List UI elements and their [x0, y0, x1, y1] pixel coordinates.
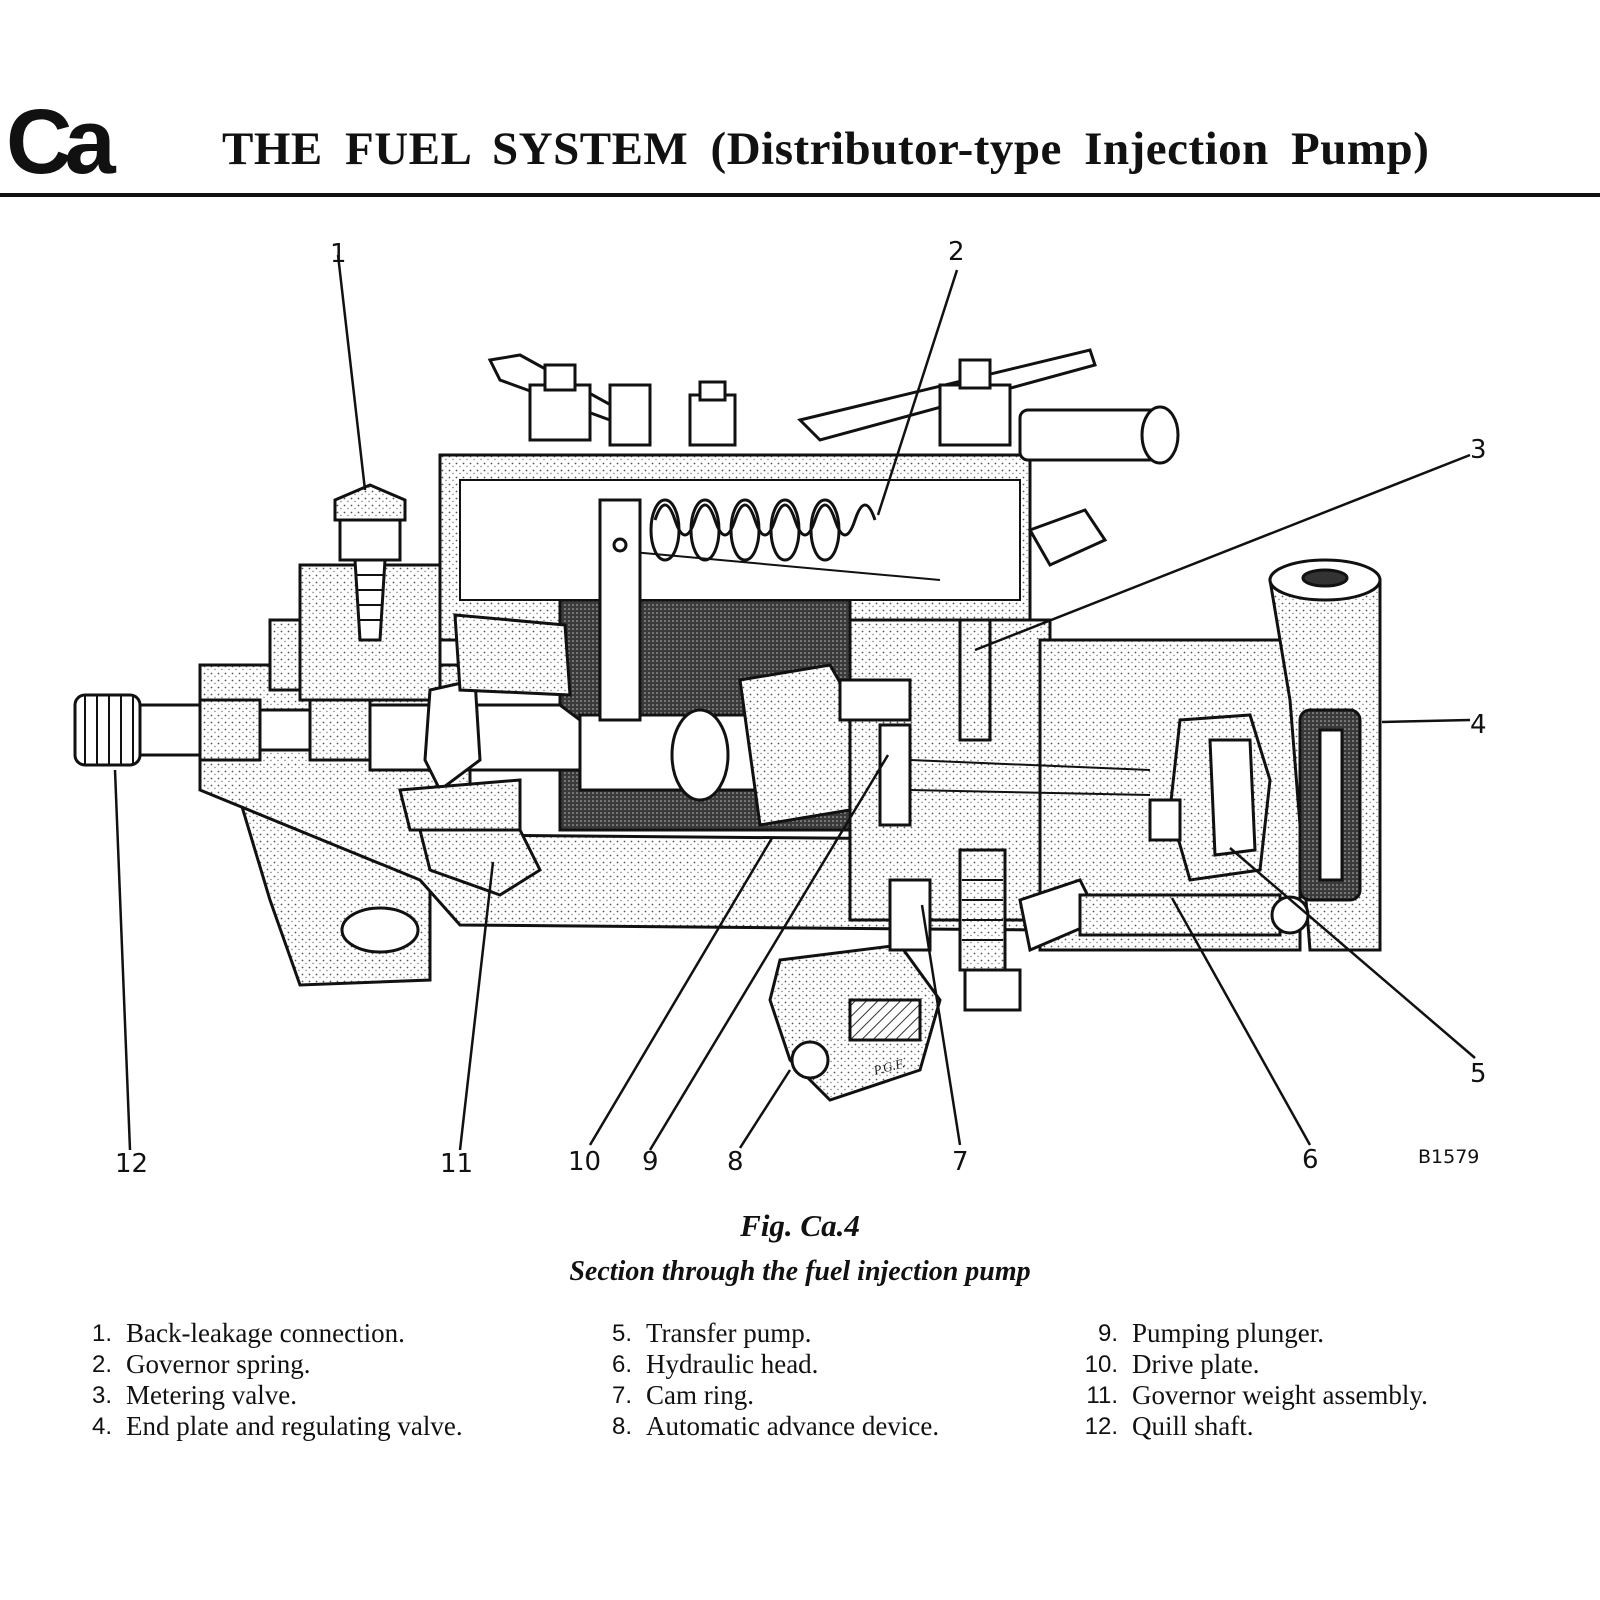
callout-numbers: 1 2 3 4 5 6 7 8 9 10 11 12	[115, 237, 1487, 1179]
quill-and-drive-shaft	[73, 663, 1151, 827]
callout-3: 3	[1470, 435, 1487, 465]
callout-7: 7	[952, 1147, 969, 1177]
transfer-pump	[1148, 713, 1272, 882]
figure-caption: Section through the fuel injection pump	[569, 1256, 1031, 1287]
legend-label: End plate and regulating valve.	[126, 1411, 463, 1441]
legend-number: 9.	[1097, 1320, 1118, 1347]
legend-label: Quill shaft.	[1132, 1411, 1254, 1441]
legend-number: 10.	[1084, 1351, 1118, 1378]
page-title: THE FUEL SYSTEM (Distributor-type Inject…	[222, 123, 1430, 175]
header-rule	[0, 193, 1600, 197]
legend-item: 1. Back-leakage connection.	[68, 1318, 463, 1349]
callout-6: 6	[1302, 1145, 1319, 1175]
legend-number: 11.	[1086, 1382, 1118, 1409]
leader-lines	[113, 254, 1476, 1151]
legend-label: Drive plate.	[1132, 1349, 1260, 1379]
legend-item: 2. Governor spring.	[68, 1349, 463, 1380]
legend-label: Back-leakage connection.	[126, 1318, 405, 1348]
advance-device	[768, 848, 1310, 1102]
drawing-reference: B1579	[1418, 1146, 1479, 1168]
legend-label: Metering valve.	[126, 1380, 297, 1410]
legend-number: 1.	[91, 1320, 112, 1347]
callout-2: 2	[948, 237, 965, 267]
legend-item: 10. Drive plate.	[1074, 1349, 1428, 1380]
callout-8: 8	[727, 1147, 744, 1177]
legend-item: 11. Governor weight assembly.	[1074, 1380, 1428, 1411]
callout-12: 12	[115, 1149, 148, 1179]
legend-number: 7.	[611, 1382, 632, 1409]
legend-number: 8.	[611, 1413, 632, 1440]
legend-item: 7. Cam ring.	[588, 1380, 939, 1411]
legend-item: 5. Transfer pump.	[588, 1318, 939, 1349]
legend-number: 4.	[91, 1413, 112, 1440]
control-levers	[333, 348, 1180, 742]
legend-label: Transfer pump.	[646, 1318, 812, 1348]
legend-item: 3. Metering valve.	[68, 1380, 463, 1411]
callout-10: 10	[568, 1147, 601, 1177]
legend-number: 5.	[611, 1320, 632, 1347]
legend-label: Governor weight assembly.	[1132, 1380, 1428, 1410]
legend-column-2: 5. Transfer pump. 6. Hydraulic head. 7. Cam…	[588, 1318, 939, 1442]
callout-5: 5	[1470, 1059, 1487, 1089]
legend-column-1: 1. Back-leakage connection. 2. Governor sp…	[68, 1318, 463, 1442]
legend-number: 3.	[91, 1382, 112, 1409]
legend-item: 4. End plate and regulating valve.	[68, 1411, 463, 1442]
legend-item: 8. Automatic advance device.	[588, 1411, 939, 1442]
legend-label: Automatic advance device.	[646, 1411, 940, 1441]
legend-item: 6. Hydraulic head.	[588, 1349, 939, 1380]
legend-label: Cam ring.	[646, 1380, 754, 1410]
callout-1: 1	[330, 239, 347, 269]
legend-label: Governor spring.	[126, 1349, 311, 1379]
governor-spring	[598, 498, 941, 722]
legend-item: 9. Pumping plunger.	[1074, 1318, 1428, 1349]
legend-label: Pumping plunger.	[1132, 1318, 1325, 1348]
callout-9: 9	[642, 1147, 659, 1177]
legend-number: 12.	[1084, 1413, 1118, 1440]
legend-number: 2.	[91, 1351, 112, 1378]
section-tag: Ca	[6, 91, 116, 193]
legend-number: 6.	[611, 1351, 632, 1378]
figure-number: Fig. Ca.4	[740, 1208, 860, 1243]
callout-4: 4	[1470, 710, 1487, 740]
callout-11: 11	[440, 1149, 473, 1179]
legend-column-3: 9. Pumping plunger. 10. Drive plate. 11. Go…	[1074, 1318, 1428, 1442]
legend-label: Hydraulic head.	[646, 1349, 819, 1379]
governor-weights	[398, 613, 572, 897]
legend-item: 12. Quill shaft.	[1074, 1411, 1428, 1442]
